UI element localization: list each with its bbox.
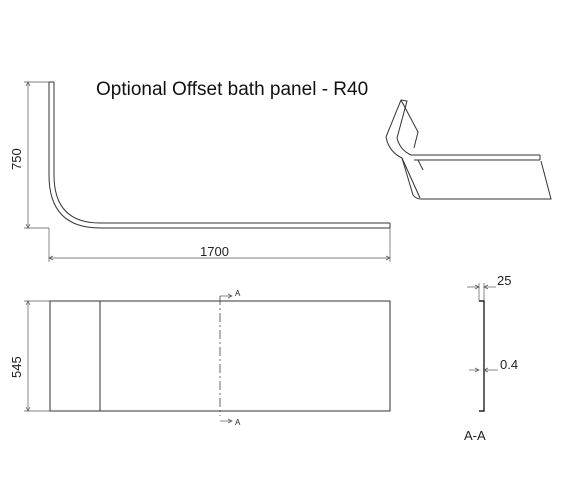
thickness-label: 0.4 <box>500 357 518 372</box>
depth-dimension: 545 <box>9 300 50 412</box>
plan-view: 545 A A <box>9 289 391 427</box>
height-dimension: 750 <box>9 81 49 229</box>
isometric-view <box>385 99 552 200</box>
profile-outer-edge <box>48 82 390 229</box>
profile-inner-edge <box>53 82 390 224</box>
thickness-dimension: 0.4 <box>469 357 518 373</box>
section-profile <box>479 300 485 412</box>
height-label: 750 <box>9 148 24 170</box>
section-title: A-A <box>464 428 486 443</box>
drawing-title: Optional Offset bath panel - R40 <box>96 79 368 100</box>
section-marker-bottom: A <box>235 418 241 427</box>
section-view: 25 0.4 A-A <box>464 273 518 443</box>
length-label: 1700 <box>200 244 229 259</box>
length-dimension: 1700 <box>48 228 391 262</box>
depth-label: 545 <box>9 356 24 378</box>
lip-label: 25 <box>497 273 511 288</box>
section-marker-top: A <box>235 289 241 298</box>
lip-dimension: 25 <box>467 273 511 301</box>
side-profile-view: 750 1700 <box>9 81 391 262</box>
section-line: A A <box>219 289 241 427</box>
